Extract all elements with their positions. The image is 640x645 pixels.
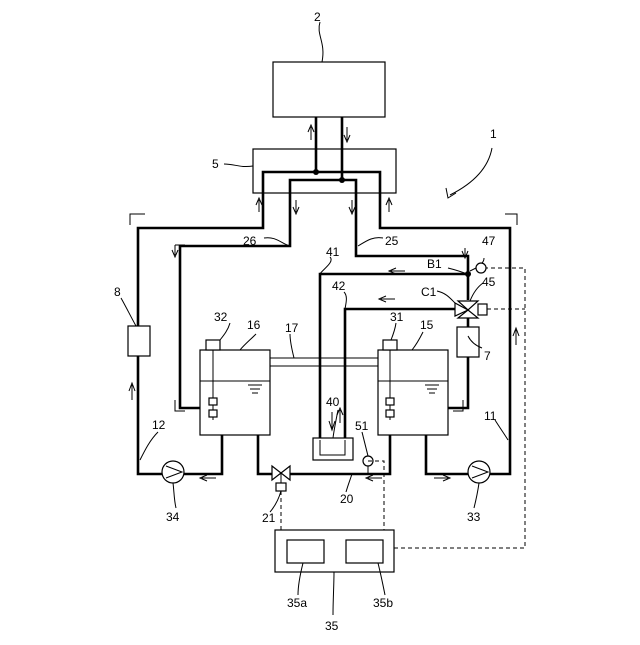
label-sensor32: 32 xyxy=(214,310,228,324)
tank-15 xyxy=(378,350,448,435)
label-sensor31: 31 xyxy=(390,310,404,324)
sub-unit-35b xyxy=(346,540,383,563)
label-pipe17: 17 xyxy=(285,321,299,335)
label-point-c1: C1 xyxy=(421,285,437,299)
label-pipe11: 11 xyxy=(484,409,497,423)
label-valve21: 21 xyxy=(262,511,276,525)
label-sensor47: 47 xyxy=(482,234,496,248)
label-sub35a: 35a xyxy=(287,596,307,610)
pipe-17 xyxy=(270,358,378,366)
label-branch-b1: B1 xyxy=(427,257,442,271)
label-unit40: 40 xyxy=(326,395,340,409)
label-pump33: 33 xyxy=(467,510,481,524)
server-block xyxy=(273,62,385,117)
sub-unit-35a xyxy=(287,540,324,563)
signal-line xyxy=(368,461,384,530)
pipe-25 xyxy=(356,240,468,300)
tank-16 xyxy=(200,350,270,435)
label-pipe41: 41 xyxy=(326,245,340,259)
label-server: 2 xyxy=(314,10,321,24)
cooler-7 xyxy=(457,327,479,357)
label-header: 5 xyxy=(212,157,219,171)
tank16-outlet xyxy=(184,435,222,474)
label-sensor51: 51 xyxy=(355,419,369,433)
label-tank16: 16 xyxy=(247,318,261,332)
sensor-31 xyxy=(383,340,397,350)
label-cooler7: 7 xyxy=(484,349,491,363)
sensor-47 xyxy=(476,263,486,273)
label-pipe26: 26 xyxy=(243,234,257,248)
valve-21 xyxy=(272,466,290,491)
label-system: 1 xyxy=(490,127,497,141)
tank15-outlet xyxy=(426,435,468,474)
label-pipe25: 25 xyxy=(385,234,399,248)
unit-40 xyxy=(313,438,353,460)
junction-dot xyxy=(339,177,345,183)
label-controller35: 35 xyxy=(325,619,339,633)
label-tank15: 15 xyxy=(420,318,434,332)
label-pipe20: 20 xyxy=(340,492,354,506)
junction-dot xyxy=(313,169,319,175)
label-sub35b: 35b xyxy=(373,596,393,610)
sensor-32 xyxy=(206,340,220,350)
pump-34 xyxy=(162,461,184,483)
cooler-8 xyxy=(128,326,150,356)
label-pipe12: 12 xyxy=(152,418,166,432)
label-pump34: 34 xyxy=(166,510,180,524)
pump-33 xyxy=(468,461,490,483)
label-valve45: 45 xyxy=(482,275,496,289)
label-pipe42: 42 xyxy=(332,279,346,293)
label-cooler8: 8 xyxy=(114,285,121,299)
tank16-lower xyxy=(258,435,272,474)
valve-45 xyxy=(455,301,487,318)
